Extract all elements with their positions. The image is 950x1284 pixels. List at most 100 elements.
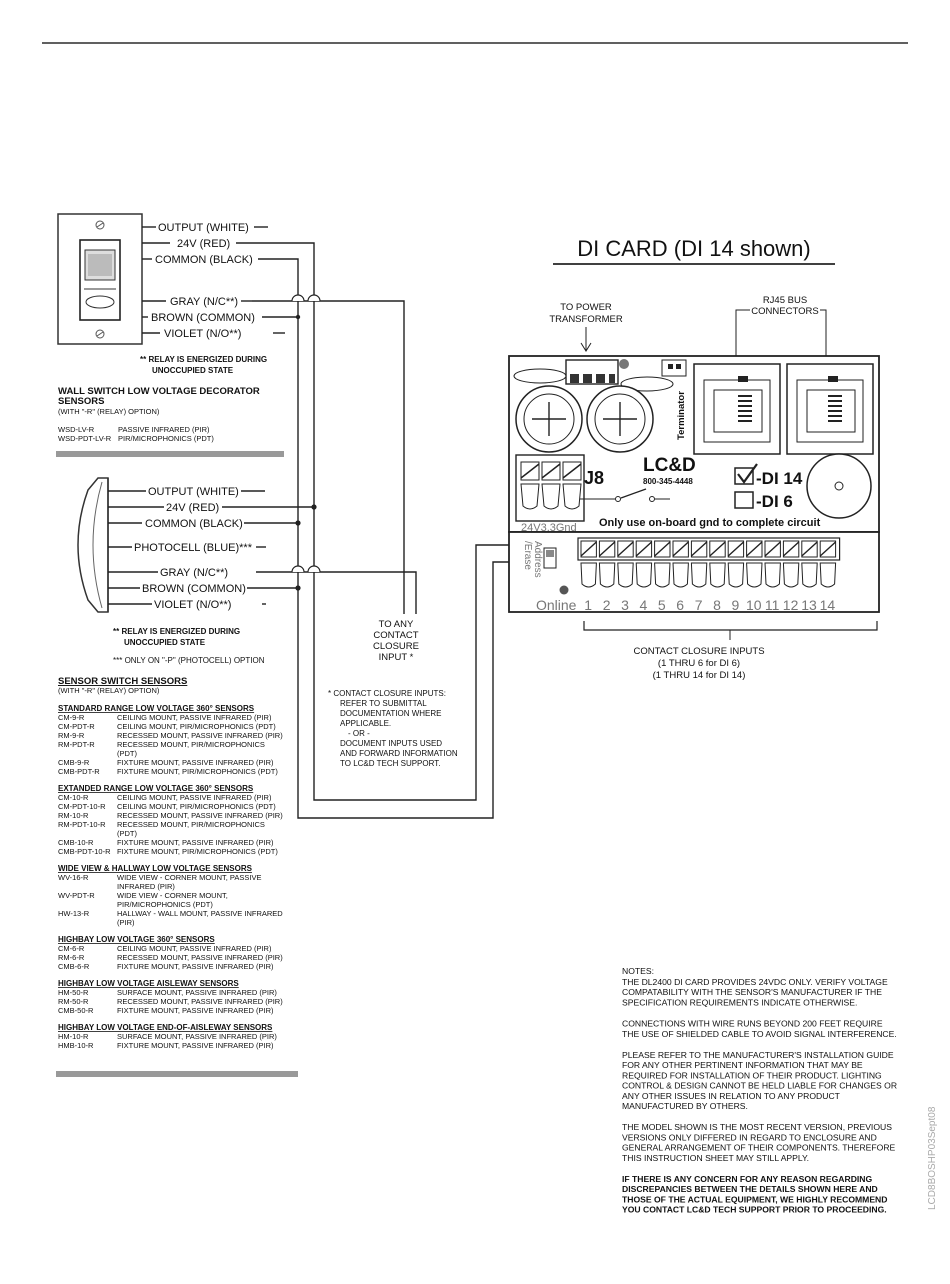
wire-label: COMMON (BLACK)	[145, 518, 243, 530]
svg-text:WSD-PDT-LV-R: WSD-PDT-LV-R	[58, 434, 112, 443]
sensor2-notes: ** RELAY IS ENERGIZED DURING UNOCCUPIED …	[58, 627, 265, 695]
sensor-model-code: CM-9-R	[58, 713, 85, 722]
sensor-model-desc: WIDE VIEW - CORNER MOUNT,	[117, 891, 228, 900]
sensor-model-desc: CEILING MOUNT, PASSIVE INFRARED (PIR)	[117, 944, 272, 953]
svg-text:(WITH "-R" (RELAY) OPTION): (WITH "-R" (RELAY) OPTION)	[58, 686, 160, 695]
j8-pins: 24V3.3Gnd	[521, 522, 577, 534]
address-label: Address	[532, 541, 543, 578]
wire-label: 24V (RED)	[166, 502, 219, 514]
note-line: THE DL2400 DI CARD PROVIDES 24VDC ONLY. …	[622, 977, 888, 987]
wire-label: VIOLET (N/O**)	[164, 328, 241, 340]
section-bar-2	[56, 1071, 298, 1077]
notes-heading: NOTES:	[622, 966, 654, 976]
terminal-clamp	[598, 562, 616, 588]
svg-text:SENSORS: SENSORS	[58, 396, 104, 407]
input-number: 13	[801, 597, 817, 613]
terminal-clamp	[672, 562, 689, 588]
sensor-list: STANDARD RANGE LOW VOLTAGE 360° SENSORSC…	[58, 704, 283, 1050]
svg-text:(WITH "-R" (RELAY) OPTION): (WITH "-R" (RELAY) OPTION)	[58, 407, 160, 416]
sensor-model-desc: RECESSED MOUNT, PIR/MICROPHONICS	[117, 740, 265, 749]
input-number: 10	[746, 597, 762, 613]
note-line: CONTROL & DESIGN CANNOT BE HELD LIABLE F…	[622, 1081, 897, 1091]
sensor-model-code: CM-PDT-10-R	[58, 802, 106, 811]
note-line: THIS INSTRUCTION SHEET MAY STILL APPLY.	[622, 1153, 809, 1163]
wire-label: COMMON (BLACK)	[155, 254, 253, 266]
input-number: 8	[713, 597, 721, 613]
sensor1-notes: ** RELAY IS ENERGIZED DURING UNOCCUPIED …	[58, 355, 267, 443]
sensor2-wire-labels: OUTPUT (WHITE) 24V (RED) COMMON (BLACK) …	[134, 486, 253, 611]
sensor-group-title: WIDE VIEW & HALLWAY LOW VOLTAGE SENSORS	[58, 864, 253, 873]
terminal-clamp	[635, 562, 653, 588]
note-line: GENERAL ARRANGEMENT OF THEIR COMPONENTS.…	[622, 1143, 896, 1153]
svg-text:UNOCCUPIED STATE: UNOCCUPIED STATE	[124, 638, 206, 647]
svg-text:CONNECTORS: CONNECTORS	[751, 306, 818, 317]
svg-text:RJ45 BUS: RJ45 BUS	[763, 295, 807, 306]
svg-text:- OR -: - OR -	[348, 729, 370, 738]
wire-label: OUTPUT (WHITE)	[158, 222, 249, 234]
svg-text:(1 THRU 6 for DI 6): (1 THRU 6 for DI 6)	[658, 658, 740, 669]
wire-label: PHOTOCELL (BLUE)***	[134, 542, 253, 554]
note-line: THOSE OF THE ACTUAL EQUIPMENT, WE HIGHLY…	[622, 1194, 887, 1204]
sensor-model-desc: WIDE VIEW - CORNER MOUNT, PASSIVE	[117, 873, 261, 882]
svg-text:DOCUMENTATION WHERE: DOCUMENTATION WHERE	[340, 709, 441, 718]
sensor-model-code: RM-9-R	[58, 731, 85, 740]
sensor-model-desc: CEILING MOUNT, PIR/MICROPHONICS (PDT)	[117, 722, 276, 731]
junction-dots	[295, 314, 317, 591]
di6-label: -DI 6	[756, 492, 793, 511]
svg-text:INPUT *: INPUT *	[379, 652, 414, 663]
note-line: MANUFACTURED BY OTHERS.	[622, 1101, 748, 1111]
installation-notes: NOTES: THE DL2400 DI CARD PROVIDES 24VDC…	[622, 966, 897, 1215]
sensor-model-code: HM-10-R	[58, 1032, 89, 1041]
sensor-group-title: EXTANDED RANGE LOW VOLTAGE 360° SENSORS	[58, 784, 254, 793]
input-number: 3	[621, 597, 629, 613]
sensor-model-desc: CEILING MOUNT, PASSIVE INFRARED (PIR)	[117, 793, 272, 802]
terminator-label: Terminator	[676, 391, 687, 440]
section-bar-1	[56, 451, 284, 457]
wire-label: 24V (RED)	[177, 238, 230, 250]
terminal-clamp	[764, 562, 781, 588]
sensor-model-desc: FIXTURE MOUNT, PASSIVE INFRARED (PIR)	[117, 838, 274, 847]
terminal-clamp	[654, 562, 671, 588]
sensor-model-desc: HALLWAY - WALL MOUNT, PASSIVE INFRARED	[117, 909, 283, 918]
terminal-block	[577, 537, 841, 561]
sensor-group-title: STANDARD RANGE LOW VOLTAGE 360° SENSORS	[58, 704, 255, 713]
svg-text:PASSIVE INFRARED (PIR): PASSIVE INFRARED (PIR)	[118, 425, 210, 434]
document-code: LCD8BOSHP03Sept08	[927, 1106, 938, 1210]
ceiling-sensor	[77, 477, 109, 613]
terminal-clamp	[782, 562, 800, 588]
terminal-clamp	[819, 562, 837, 588]
input-number: 11	[765, 597, 780, 613]
wall-switch-sensor	[57, 213, 143, 345]
svg-text:TO LC&D TECH SUPPORT.: TO LC&D TECH SUPPORT.	[340, 759, 440, 768]
sensor-model-desc: SURFACE MOUNT, PASSIVE INFRARED (PIR)	[117, 1032, 277, 1041]
sensor-model-desc: FIXTURE MOUNT, PASSIVE INFRARED (PIR)	[117, 1041, 274, 1050]
sensor-model-code: CM-10-R	[58, 793, 89, 802]
sensor-model-desc: FIXTURE MOUNT, PASSIVE INFRARED (PIR)	[117, 758, 274, 767]
svg-text:** RELAY IS ENERGIZED DURING: ** RELAY IS ENERGIZED DURING	[140, 355, 267, 364]
sensor-model-desc: FIXTURE MOUNT, PASSIVE INFRARED (PIR)	[117, 962, 274, 971]
note-line: IF THERE IS ANY CONCERN FOR ANY REASON R…	[622, 1174, 873, 1184]
terminal-clamp	[709, 562, 726, 588]
input-number: 6	[676, 597, 684, 613]
input-number: 4	[640, 597, 648, 613]
svg-text:DOCUMENT INPUTS USED: DOCUMENT INPUTS USED	[340, 739, 442, 748]
contact-inputs-callout: CONTACT CLOSURE INPUTS (1 THRU 6 for DI …	[583, 621, 878, 681]
sensor-model-desc: CEILING MOUNT, PIR/MICROPHONICS (PDT)	[117, 802, 276, 811]
j8-label: J8	[584, 468, 604, 488]
note-line: REQUIRED FOR INSTALLATION OF THEIR PRODU…	[622, 1070, 882, 1080]
brand-logo: LC&D	[643, 455, 696, 476]
sensor-model-code: CMB-50-R	[58, 1006, 94, 1015]
sensor-model-desc: PIR/MICROPHONICS (PDT)	[117, 900, 213, 909]
sensor-model-desc: RECESSED MOUNT, PASSIVE INFRARED (PIR)	[117, 953, 283, 962]
contact-closure-note: * CONTACT CLOSURE INPUTS: REFER TO SUBMI…	[328, 689, 458, 768]
svg-text:TO ANY: TO ANY	[379, 619, 414, 630]
terminal-clamp	[746, 562, 763, 588]
svg-text:(1 THRU 14 for DI 14): (1 THRU 14 for DI 14)	[653, 670, 746, 681]
wire-label: VIOLET (N/O**)	[154, 599, 231, 611]
svg-text:** RELAY IS ENERGIZED DURING: ** RELAY IS ENERGIZED DURING	[113, 627, 240, 636]
sensor-model-desc: (PDT)	[117, 749, 137, 758]
input-number: 1	[584, 597, 592, 613]
svg-text:CONTACT: CONTACT	[373, 630, 418, 641]
sensor-model-code: CMB-9-R	[58, 758, 90, 767]
